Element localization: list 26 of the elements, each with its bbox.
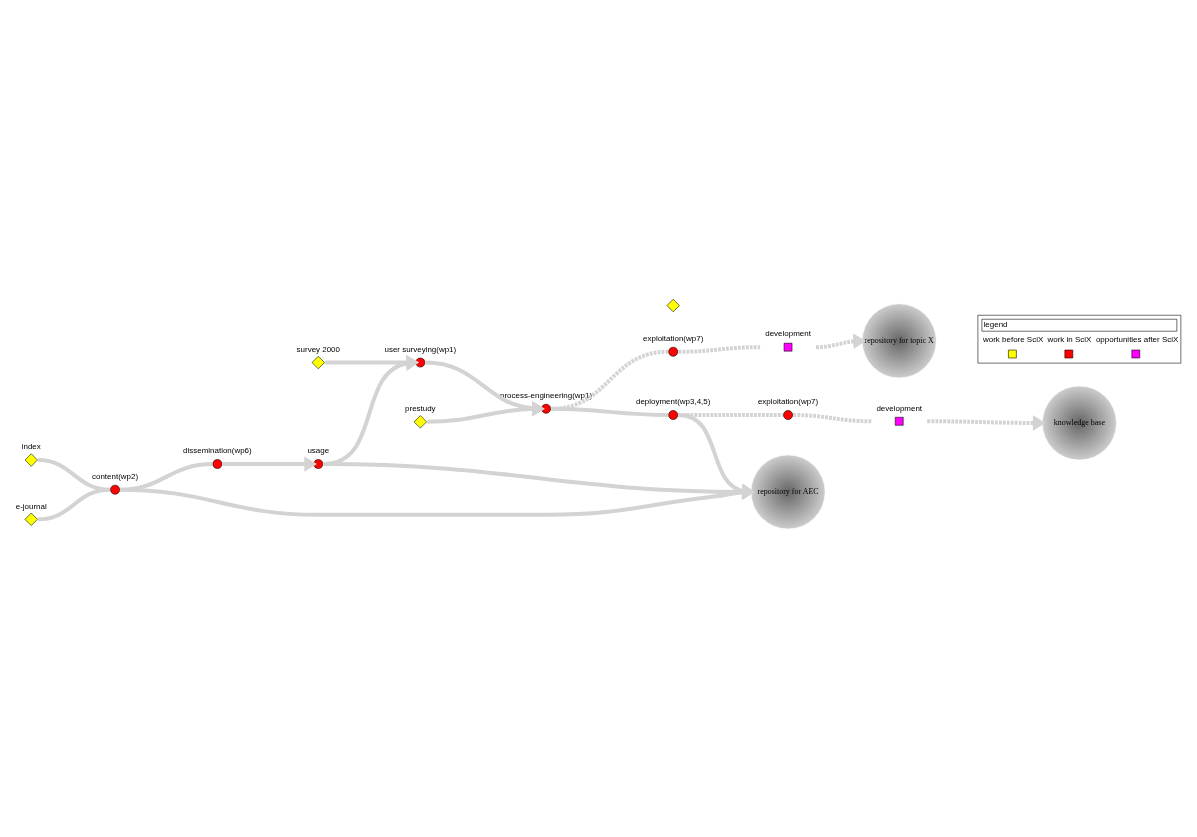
node-circle bbox=[541, 403, 551, 414]
node-circle bbox=[212, 458, 223, 469]
node-circle: repository for topic X bbox=[861, 303, 937, 378]
connector bbox=[37, 487, 111, 521]
node-box bbox=[894, 416, 904, 426]
node-circle bbox=[415, 357, 426, 367]
node-diamond bbox=[413, 414, 427, 428]
node-circle: repository for AEC bbox=[750, 454, 826, 529]
connector bbox=[678, 344, 761, 354]
node-circle: knowledge base bbox=[1042, 385, 1117, 460]
node-diamond bbox=[24, 512, 38, 526]
connector bbox=[551, 349, 669, 411]
node-circle bbox=[668, 409, 679, 420]
node-circle bbox=[313, 458, 324, 469]
connector bbox=[551, 406, 669, 417]
arrow bbox=[222, 455, 317, 472]
node-circle bbox=[110, 484, 120, 495]
node-circle bbox=[668, 346, 679, 357]
arrow bbox=[927, 414, 1046, 431]
node-diamond bbox=[24, 453, 38, 467]
arrow bbox=[815, 332, 866, 349]
node-circle bbox=[783, 409, 793, 420]
node-diamond bbox=[311, 355, 325, 369]
node-diamond bbox=[666, 298, 680, 312]
node-box bbox=[783, 342, 793, 351]
connector bbox=[793, 412, 872, 423]
